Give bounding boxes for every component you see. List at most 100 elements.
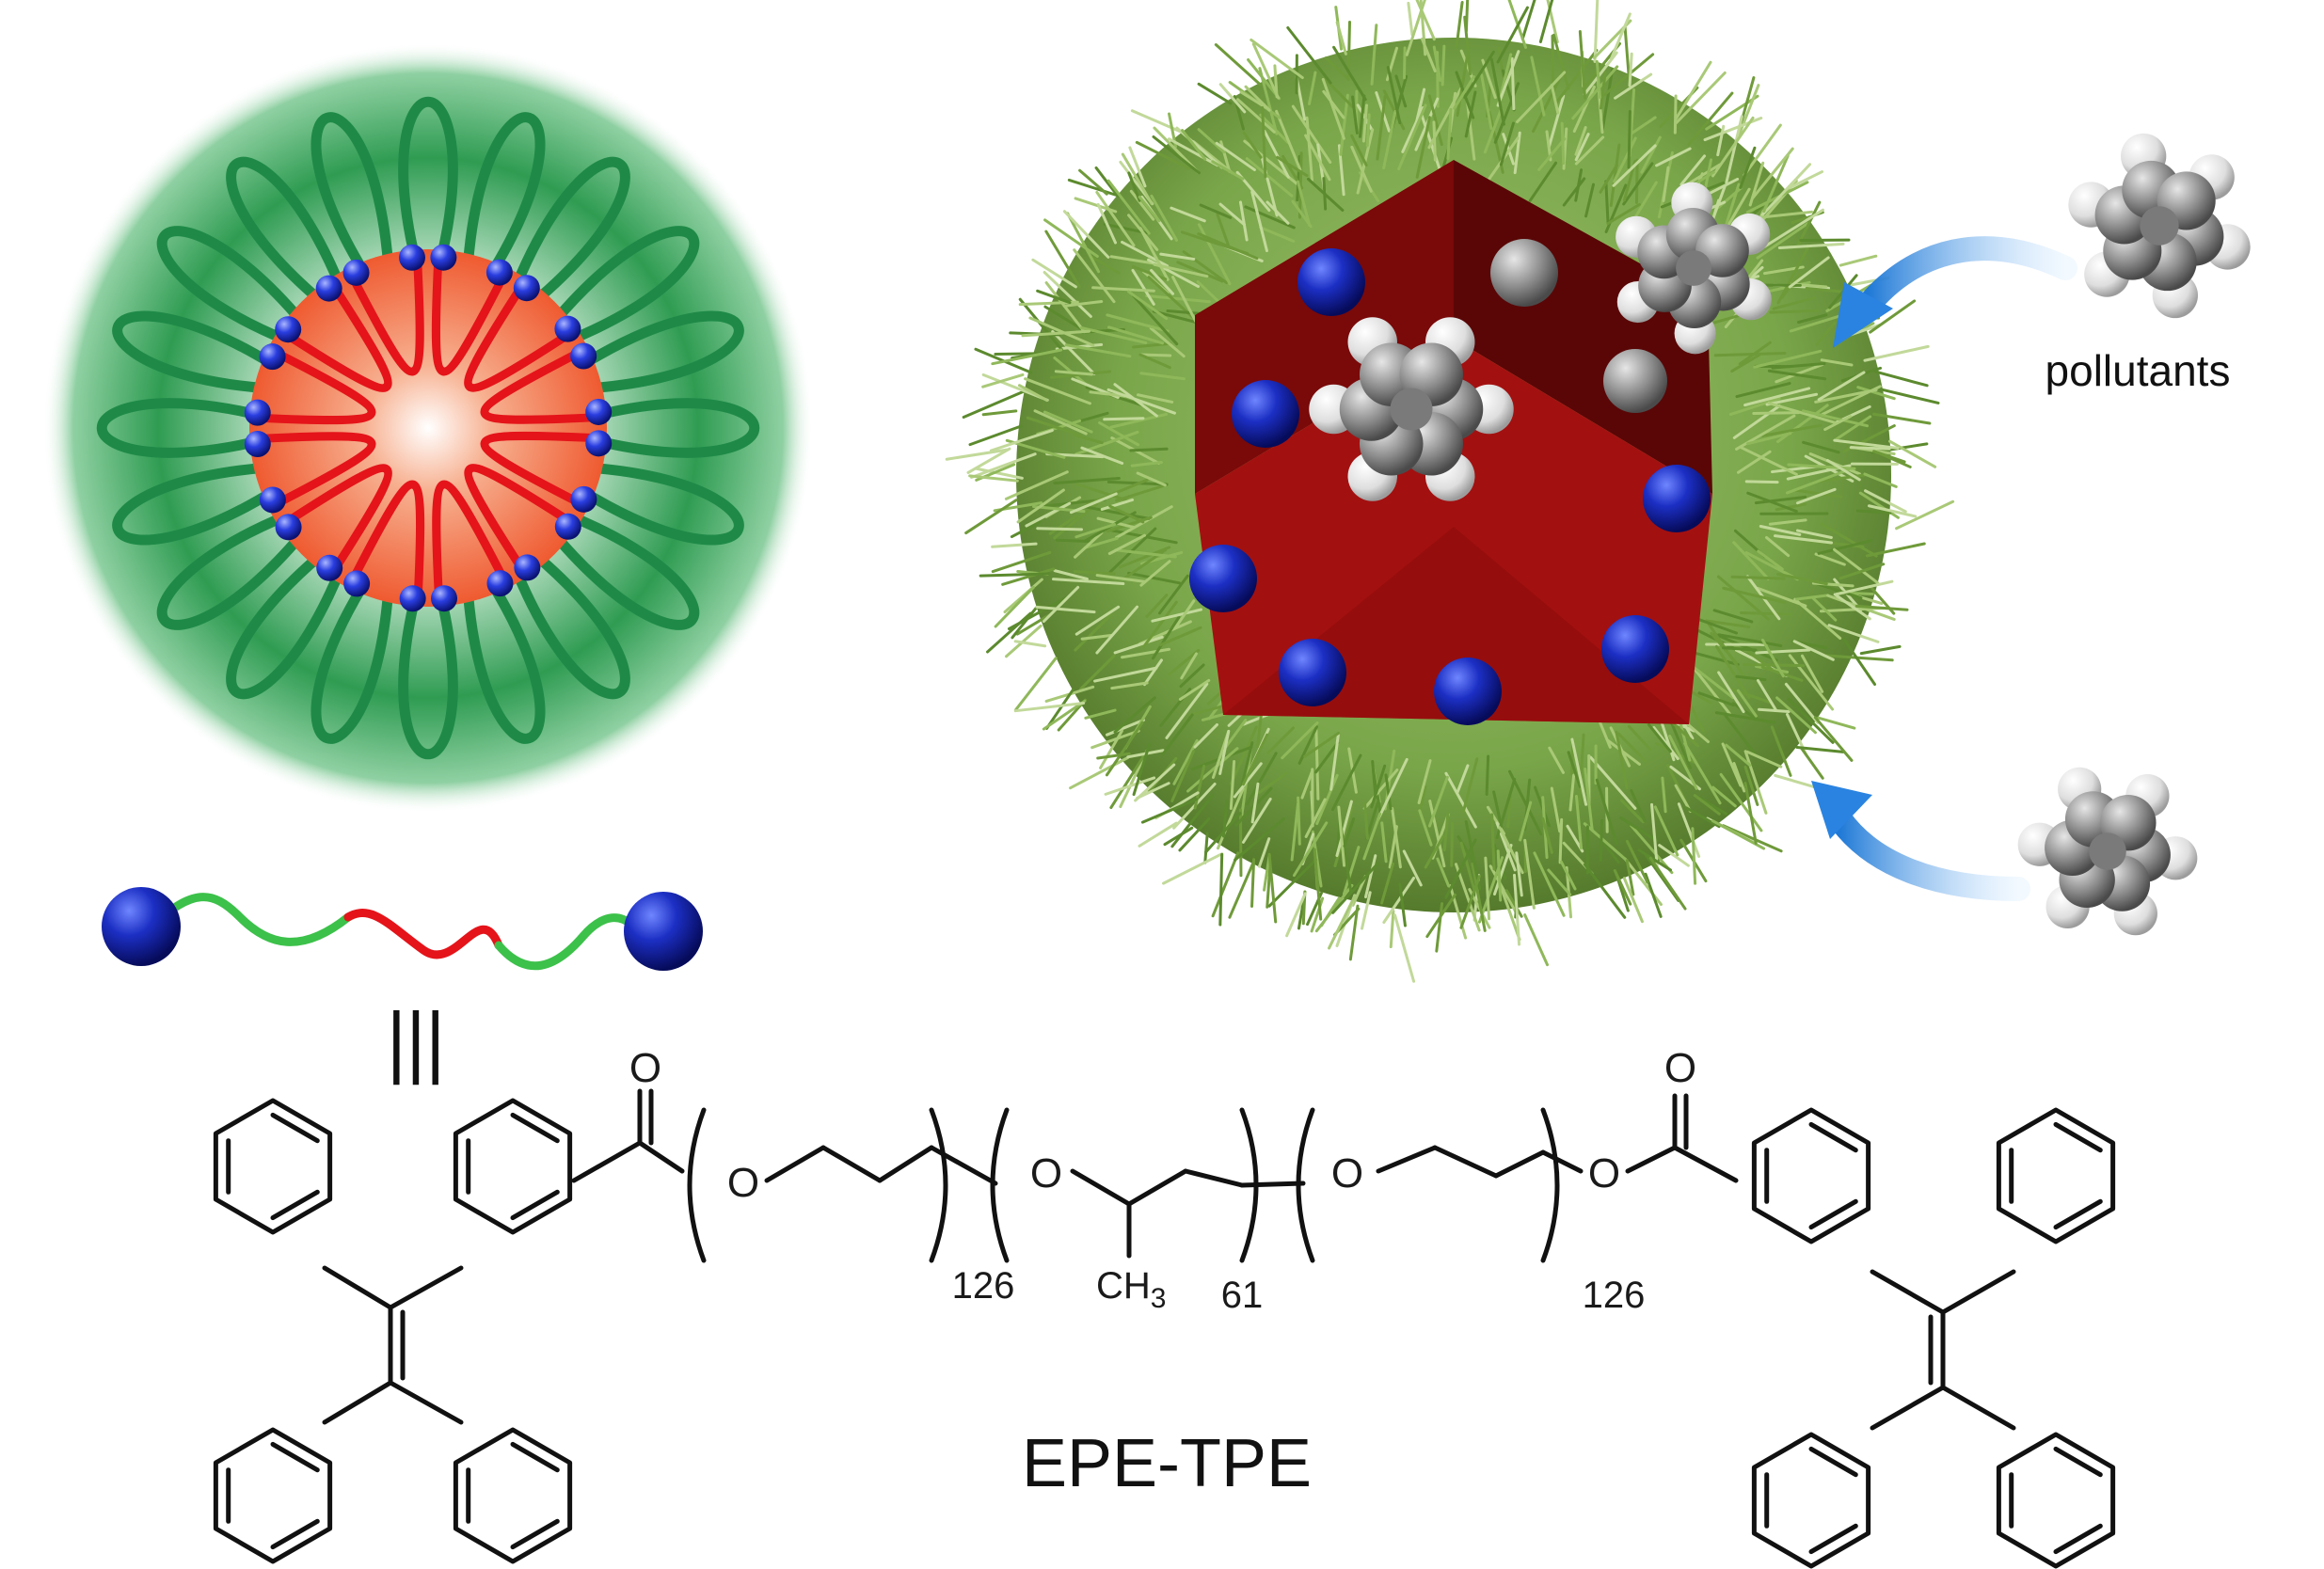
carbonyl-oxygen-right: O bbox=[1664, 1045, 1696, 1091]
ether-oxygen-1: O bbox=[727, 1160, 759, 1206]
phenyl-ring bbox=[213, 1098, 333, 1235]
ether-oxygen-3: O bbox=[1331, 1150, 1363, 1197]
tpe-bead bbox=[485, 259, 513, 286]
corona-loop bbox=[462, 578, 546, 744]
tpe-bead bbox=[244, 399, 271, 426]
core-loop bbox=[349, 480, 425, 600]
ether-oxygen-2: O bbox=[1030, 1150, 1062, 1197]
phenyl-ring bbox=[1996, 1107, 2116, 1244]
structure-labels: O O 126 O CH3 61 O 126 O O bbox=[629, 1045, 1696, 1316]
gray-atoms-inside bbox=[1490, 239, 1667, 413]
corona-loop bbox=[462, 112, 546, 278]
equivalence-symbol: ||| bbox=[387, 996, 445, 1085]
tpe-bead bbox=[315, 275, 342, 302]
ester-oxygen-right: O bbox=[1588, 1150, 1620, 1197]
tpe-bead bbox=[259, 343, 286, 371]
core-loop bbox=[464, 464, 573, 572]
peo-corona-loops bbox=[97, 97, 759, 759]
phenyl-ring bbox=[453, 1098, 573, 1235]
methyl-ch: CH bbox=[1096, 1265, 1151, 1307]
tpe-bead-3d bbox=[1189, 545, 1257, 612]
tpe-bead bbox=[585, 430, 613, 457]
chemical-structure bbox=[213, 1088, 2116, 1569]
corona-loop bbox=[156, 510, 307, 630]
core-loop bbox=[348, 256, 424, 376]
micelle-3d-cutaway bbox=[945, 0, 1955, 983]
corona-loop bbox=[578, 310, 744, 394]
arrow-bottom bbox=[1811, 781, 2030, 901]
core-loop bbox=[464, 283, 572, 392]
single-polymer-chain bbox=[102, 887, 703, 971]
tpe-bead bbox=[431, 585, 458, 612]
corona-loop bbox=[97, 398, 265, 458]
carbonyl-oxygen-left: O bbox=[629, 1045, 661, 1091]
corona-loop bbox=[226, 549, 346, 700]
tpe-bead-3d bbox=[1279, 639, 1346, 706]
corona-loop bbox=[112, 310, 279, 394]
tpe-bead bbox=[430, 244, 457, 271]
tpe-bead bbox=[343, 570, 371, 597]
peo-brush-strands bbox=[945, 0, 1955, 983]
repeat-units-ppo: 61 bbox=[1221, 1275, 1264, 1316]
core-loop bbox=[256, 432, 376, 508]
polymer-name: EPE-TPE bbox=[1022, 1426, 1312, 1501]
core-loop bbox=[284, 464, 392, 573]
methyl-subscript: 3 bbox=[1151, 1283, 1167, 1314]
tpe-bead-3d bbox=[1297, 248, 1365, 316]
tpe-bead bbox=[342, 259, 370, 286]
pollutant-molecule-entering bbox=[1616, 182, 1772, 355]
corona-loop bbox=[310, 578, 394, 744]
tpe-bead bbox=[259, 486, 286, 514]
pollutants-label: pollutants bbox=[2045, 346, 2231, 395]
phenyl-ring bbox=[1996, 1432, 2116, 1569]
core-loop bbox=[432, 480, 508, 600]
tpe-bead bbox=[513, 275, 540, 302]
tpe-bead-3d bbox=[1232, 380, 1299, 448]
corona-loop bbox=[398, 591, 458, 759]
tpe-bead bbox=[316, 554, 343, 581]
tpe-end-bead-left bbox=[102, 887, 181, 966]
pollutant-molecule-center bbox=[1309, 317, 1514, 501]
tpe-bead bbox=[554, 315, 581, 342]
core-loop bbox=[283, 284, 392, 392]
pollutant-molecule-bottom bbox=[2017, 767, 2198, 936]
repeat-units-peo-right: 126 bbox=[1583, 1275, 1646, 1316]
pollutant-molecule-top bbox=[2068, 133, 2251, 319]
corona-loop bbox=[226, 156, 346, 307]
tpe-bead bbox=[486, 570, 514, 597]
tpe-bead bbox=[275, 514, 302, 541]
arrow-top bbox=[1833, 236, 2077, 348]
corona-loop bbox=[112, 462, 279, 546]
tpe-bead bbox=[570, 485, 597, 513]
methyl-group: CH3 bbox=[1096, 1265, 1166, 1314]
phenyl-ring bbox=[1751, 1432, 1871, 1569]
corona-loop bbox=[510, 549, 630, 700]
phenyl-ring bbox=[213, 1427, 333, 1564]
phenyl-ring bbox=[453, 1427, 573, 1564]
tpe-bead bbox=[585, 398, 613, 425]
corona-loop bbox=[156, 226, 307, 346]
repeat-units-peo-left: 126 bbox=[952, 1265, 1015, 1307]
corona-loop bbox=[510, 156, 630, 307]
tpe-bead bbox=[398, 244, 425, 271]
corona-loop bbox=[310, 112, 394, 278]
tpe-bead-3d bbox=[1434, 658, 1502, 725]
corona-loop bbox=[398, 97, 458, 265]
core-loop bbox=[480, 348, 600, 424]
tpe-bead-3d bbox=[1643, 465, 1711, 532]
core-loop bbox=[431, 256, 507, 376]
corona-loop bbox=[549, 510, 700, 630]
tpe-bead bbox=[514, 554, 541, 581]
tpe-bead bbox=[554, 513, 581, 540]
corona-loop bbox=[578, 462, 744, 546]
tpe-beads-3d bbox=[1189, 248, 1711, 725]
tpe-bead bbox=[570, 342, 597, 370]
tpe-bead bbox=[244, 431, 271, 458]
ppo-core-loops bbox=[256, 256, 600, 600]
tpe-bead bbox=[275, 316, 302, 343]
ppo-core bbox=[249, 249, 607, 607]
schematic-micelle bbox=[42, 42, 814, 814]
tpe-bead bbox=[399, 585, 426, 612]
corona-loop bbox=[591, 398, 759, 458]
